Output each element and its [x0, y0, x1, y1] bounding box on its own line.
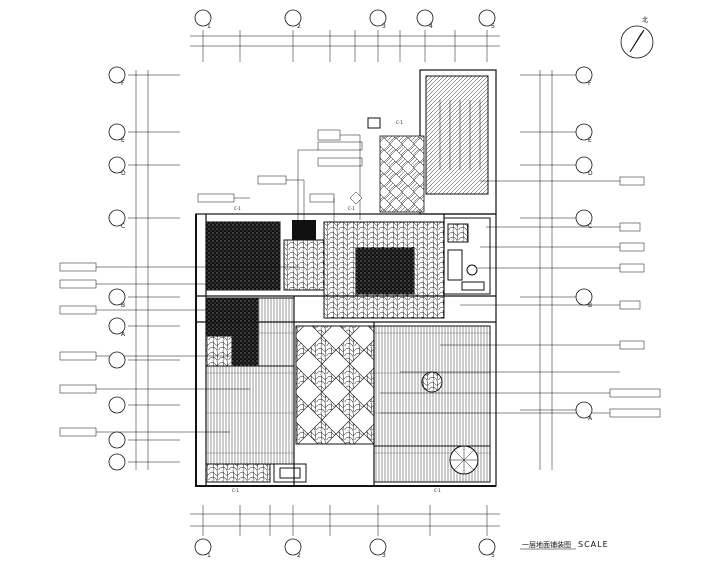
stone-strip-bottom — [205, 463, 307, 483]
axis-label: 3 — [382, 23, 386, 30]
room-tag: C-1 — [434, 488, 441, 493]
axis-bubble-right: B — [575, 288, 593, 309]
axis-bubble-left — [108, 396, 126, 414]
stone-area-1 — [283, 220, 325, 291]
room-tag: C-1 — [234, 206, 241, 211]
axis-bubble-right: E — [575, 123, 593, 144]
axis-bubble-top: 3 — [369, 9, 387, 30]
axis-bubble-bottom: 3 — [369, 538, 387, 559]
axis-bubble-top: 1 — [194, 9, 212, 30]
axis-label: 4 — [429, 23, 433, 30]
stair-area — [425, 75, 489, 195]
interior-walls — [196, 214, 496, 486]
bottom-dimension-lines — [190, 505, 500, 536]
axis-bubble-top: 2 — [284, 9, 302, 30]
axis-label: E — [588, 137, 592, 144]
kitchen-area — [443, 217, 491, 295]
carpet-area-1 — [205, 221, 281, 291]
room-tag: C-1 — [232, 488, 239, 493]
north-label: 北 — [642, 16, 648, 24]
drawing-title: 一层地面铺装图 — [522, 540, 571, 549]
side-dimension-lines — [128, 70, 576, 470]
room-tag: C-1 — [348, 206, 355, 211]
axis-label: E — [121, 137, 125, 144]
axis-label: 3 — [382, 552, 386, 559]
axis-bubble-right: C — [575, 209, 593, 230]
top-dimension-lines — [190, 30, 500, 62]
axis-bubble-left — [108, 431, 126, 449]
axis-label: F — [588, 80, 592, 87]
axis-label: D — [588, 170, 593, 177]
drawing-title-block: 一层地面铺装图 SCALE — [520, 540, 609, 550]
axis-label: D — [121, 170, 126, 177]
wood-floor-left — [205, 297, 295, 465]
spiral-stair — [449, 445, 479, 475]
round-table — [421, 371, 443, 393]
axis-bubble-left: E — [108, 123, 126, 144]
axis-label: C — [588, 223, 592, 230]
study-area — [205, 297, 259, 367]
room-tags: C-1 C-1 C-1 C-1 C-1 — [232, 120, 441, 493]
axis-bubble-top: 5 — [478, 9, 496, 30]
axis-bubble-left — [108, 453, 126, 471]
axis-label: B — [121, 302, 125, 309]
axis-bubble-right: A — [575, 401, 593, 422]
axis-bubble-left: D — [108, 156, 126, 177]
axis-label: 1 — [207, 23, 211, 30]
axis-bubble-right: D — [575, 156, 593, 177]
axis-bubble-left: A — [108, 317, 126, 338]
top-callouts — [197, 129, 363, 222]
axis-label: 1 — [207, 552, 211, 559]
axis-bubble-top: 4 — [416, 9, 434, 30]
axis-label: A — [588, 415, 593, 422]
axis-label: 5 — [491, 552, 495, 559]
axis-label: B — [588, 302, 592, 309]
right-callouts — [380, 176, 661, 418]
axis-bubble-right: F — [575, 66, 593, 87]
north-arrow-icon: 北 — [620, 16, 654, 59]
checker-tile-area — [295, 325, 375, 445]
axis-bubble-left — [108, 351, 126, 369]
entry-tile-area — [367, 117, 425, 213]
stone-corridor — [323, 221, 445, 319]
axis-bubble-left: C — [108, 209, 126, 230]
room-tag: C-1 — [396, 120, 403, 125]
axis-label: 2 — [297, 23, 301, 30]
drawing-scale: SCALE — [578, 540, 609, 549]
axis-bubble-bottom: 1 — [194, 538, 212, 559]
axis-bubble-left: B — [108, 288, 126, 309]
axis-label: A — [121, 331, 126, 338]
axis-label: C — [121, 223, 125, 230]
axis-bubble-left: F — [108, 66, 126, 87]
axis-bubble-bottom: 5 — [478, 538, 496, 559]
axis-label: F — [121, 80, 125, 87]
axis-bubble-bottom: 2 — [284, 538, 302, 559]
axis-label: 2 — [297, 552, 301, 559]
axis-label: 5 — [491, 23, 495, 30]
